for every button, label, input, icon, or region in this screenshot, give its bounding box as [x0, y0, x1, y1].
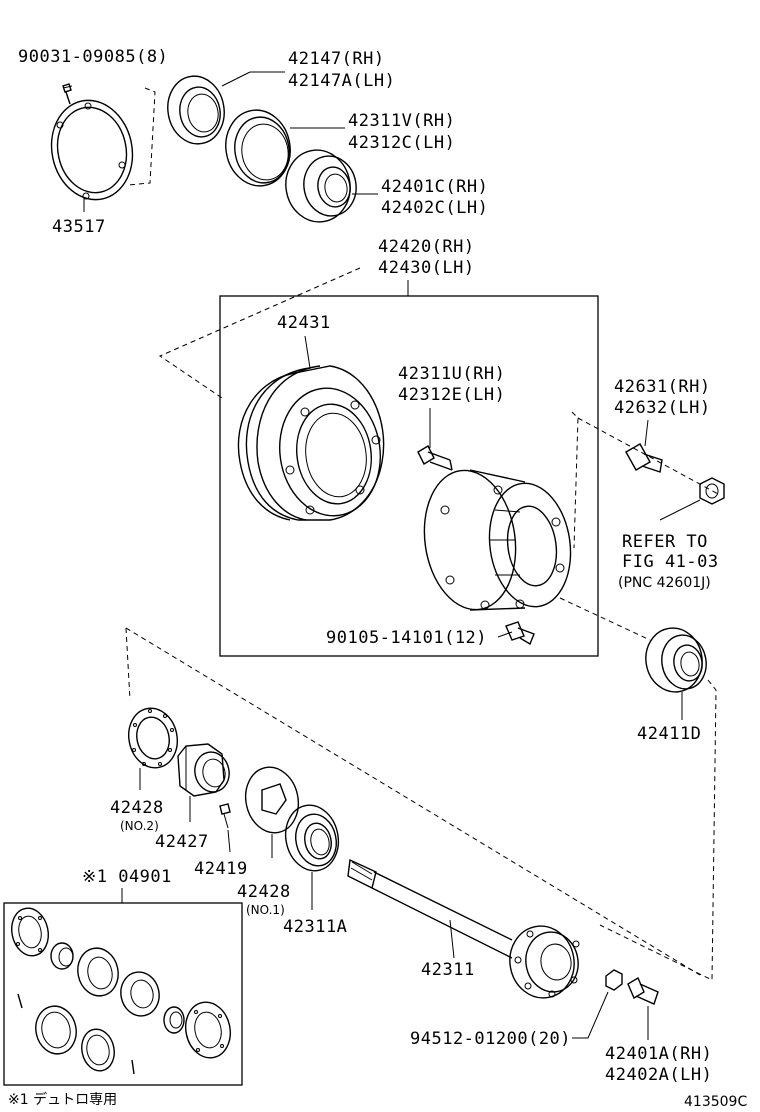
stud-42401a [627, 976, 659, 1040]
label-fig-41-03: FIG 41-03 [622, 552, 719, 572]
screw-42419 [219, 803, 231, 853]
bolt-90031 [62, 83, 73, 105]
label-90105-14101: 90105-14101(12) [326, 628, 487, 648]
label-42428-no2: 42428 [110, 798, 164, 818]
label-04901: ※1 04901 [82, 867, 172, 887]
label-42427: 42427 [155, 832, 209, 852]
label-42419: 42419 [194, 859, 248, 879]
label-42428-no1: 42428 [237, 882, 291, 902]
label-42632-lh: 42632(LH) [614, 398, 711, 418]
leader-dash-bearing [559, 597, 651, 641]
label-42420-rh: 42420(RH) [378, 237, 475, 257]
label-42147-rh: 42147(RH) [288, 49, 385, 69]
nut-94512 [572, 969, 623, 1039]
wheel-nut [659, 477, 725, 521]
label-94512-01200: 94512-01200(20) [410, 1029, 571, 1049]
label-42631-rh: 42631(RH) [614, 377, 711, 397]
leader-dash-stud [571, 411, 579, 549]
label-42402c-lh: 42402C(LH) [381, 198, 488, 218]
label-42311v-rh: 42311V(RH) [348, 111, 455, 131]
label-refer-to: REFER TO [622, 532, 708, 552]
label-42431: 42431 [277, 313, 331, 333]
leader-dash-nut [577, 417, 721, 496]
label-42311: 42311 [421, 960, 475, 980]
figure-code: 413509C [684, 1094, 747, 1110]
footnote-dutro: ※1 デュトロ専用 [8, 1091, 117, 1108]
label-42312c-lh: 42312C(LH) [348, 133, 455, 153]
hub-bolt-90105 [497, 621, 535, 646]
leader-dash-hub [158, 267, 361, 401]
leader-dash-lower [125, 627, 701, 976]
wheel-hub [423, 469, 572, 611]
label-pnc-42601j: (PNC 42601J) [618, 575, 711, 591]
label-42430-lh: 42430(LH) [378, 258, 475, 278]
plate-43517 [50, 99, 134, 212]
bearing-42411d [645, 627, 707, 720]
label-42312e-lh: 42312E(LH) [398, 385, 505, 405]
oil-seal-42311a [284, 804, 340, 910]
label-43517: 43517 [52, 217, 106, 237]
leader-42431 [304, 335, 311, 369]
label-42147a-lh: 42147A(LH) [288, 71, 395, 91]
bearing-cup-42311v [225, 109, 345, 187]
kit-parts [10, 907, 231, 1075]
washer-42428-no1 [244, 766, 300, 858]
label-42402a-lh: 42402A(LH) [605, 1065, 712, 1085]
axle-shaft-42311 [347, 858, 580, 999]
lock-nut-42427 [177, 743, 230, 822]
bearing-cone-42401c [285, 149, 378, 223]
lock-washer-42428-no2 [128, 707, 178, 790]
hub-bolt-42311u [417, 445, 453, 471]
hub-assembly-box [219, 295, 599, 657]
label-42311u-rh: 42311U(RH) [398, 364, 505, 384]
label-42311a: 42311A [283, 917, 347, 937]
kit-box-04901 [3, 902, 243, 1086]
label-42411d: 42411D [637, 724, 701, 744]
label-42428-no2-sub: (NO.2) [120, 819, 159, 833]
oil-seal-42147 [167, 71, 285, 145]
label-42428-no1-sub: (NO.1) [246, 903, 285, 917]
label-42401a-rh: 42401A(RH) [605, 1044, 712, 1064]
brake-drum-42431 [237, 365, 385, 521]
leader-dash-top-left [127, 87, 156, 186]
leader-42631 [644, 419, 649, 447]
label-42401c-rh: 42401C(RH) [381, 177, 488, 197]
label-90031-09085: 90031-09085(8) [18, 47, 168, 67]
leader-dash-right [599, 679, 717, 981]
wheel-stud-42631 [625, 443, 663, 473]
